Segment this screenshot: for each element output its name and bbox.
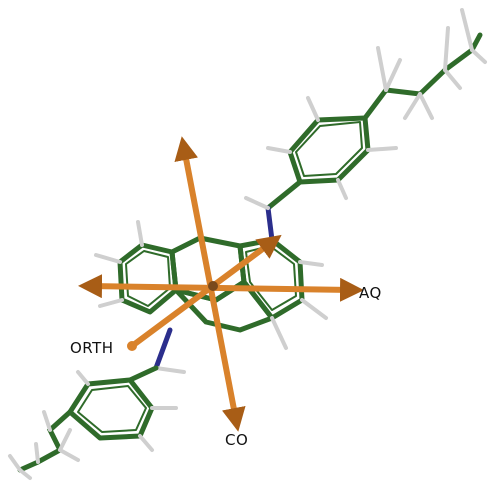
aq-label: AQ — [359, 284, 382, 302]
upper-phenyl-ring — [287, 115, 371, 185]
orth-arrow-tail — [127, 341, 137, 351]
lower-phenyl-ring — [67, 377, 155, 441]
upper-ring-hydrogens — [266, 96, 398, 200]
co-label: CO — [225, 431, 249, 449]
upper-amine — [244, 179, 303, 243]
transition-dipole-arrows — [78, 136, 364, 432]
lower-amine — [127, 327, 186, 383]
lower-ring-hydrogens — [76, 370, 178, 452]
orth-arrow — [129, 234, 282, 349]
arrow-origin — [208, 281, 218, 291]
orth-label: ORTH — [70, 339, 114, 357]
upper-chain-hydrogens — [376, 8, 487, 120]
lower-chain-hydrogens — [8, 410, 80, 480]
aq-arrow — [78, 274, 364, 302]
